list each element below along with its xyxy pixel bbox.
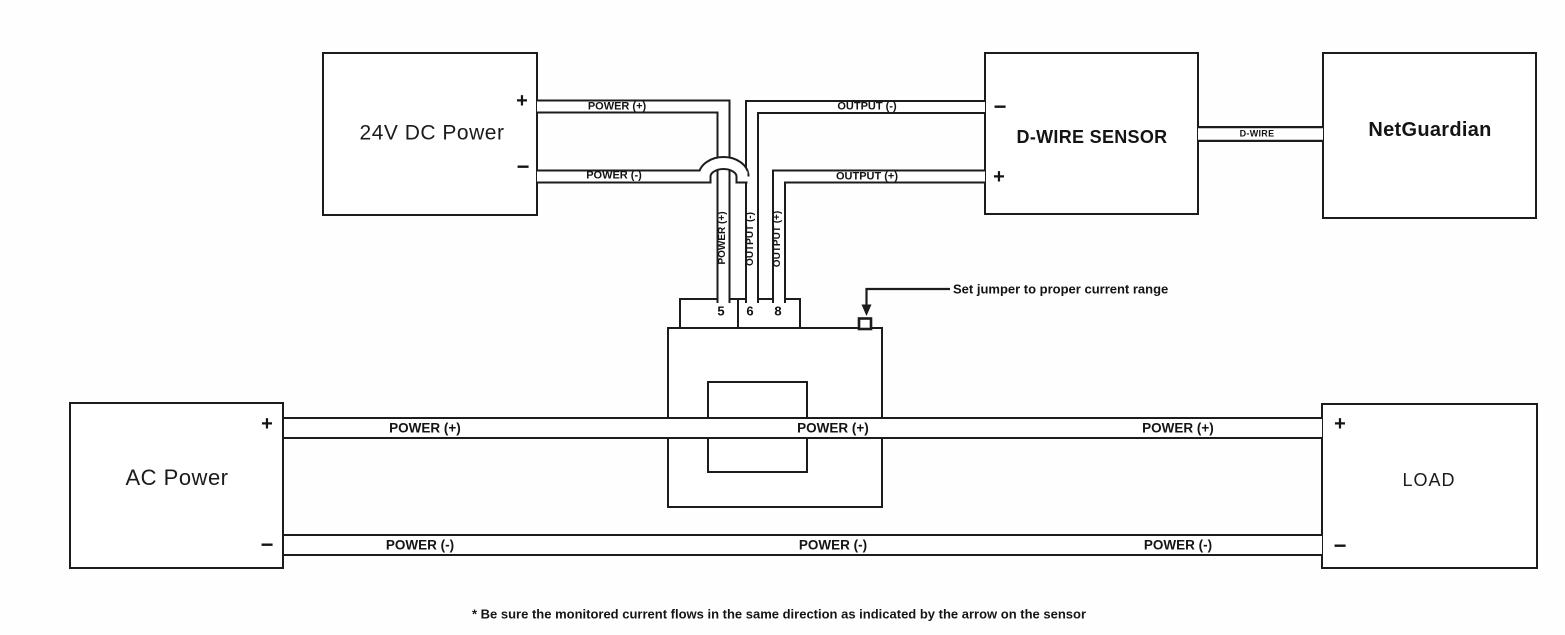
jumper-block [857, 317, 873, 331]
wire-output-minus [745, 100, 985, 303]
wire-label-power-plus-vertical: POWER (+) [717, 211, 728, 265]
ac-power-minus-terminal: − [260, 532, 274, 557]
netguardian-title: NetGuardian [1368, 119, 1492, 141]
wire-label-d-wire: D-WIRE [1239, 128, 1275, 139]
load-plus-terminal: + [1334, 413, 1346, 435]
ac-power-title: AC Power [125, 465, 229, 490]
wire-label-output-minus-vertical: OUTPUT (-) [745, 212, 756, 266]
box-24v-dc-power [322, 52, 538, 216]
box-netguardian [1322, 52, 1537, 219]
box-load [1321, 403, 1538, 569]
wire-label-power-minus-mid: POWER (-) [798, 537, 868, 553]
current-sensor-terminal-8: 8 [774, 303, 782, 319]
current-sensor-terminal-6: 6 [746, 303, 754, 319]
jumper-leader-line [865, 287, 950, 306]
wire-label-power-plus-top: POWER (+) [587, 100, 647, 113]
arrow-down-icon [861, 304, 872, 316]
dc-power-title: 24V DC Power [359, 121, 505, 145]
wire-label-power-minus-right: POWER (-) [1143, 537, 1213, 553]
wire-label-output-minus: OUTPUT (-) [837, 100, 897, 113]
wire-label-output-plus-vertical: OUTPUT (+) [772, 210, 783, 268]
load-title: LOAD [1402, 470, 1456, 490]
current-sensor-terminal-5: 5 [717, 303, 725, 319]
ac-power-plus-terminal: + [261, 413, 273, 435]
box-d-wire-sensor [984, 52, 1199, 215]
wire-label-output-plus: OUTPUT (+) [835, 170, 899, 183]
wire-label-power-minus-top: POWER (-) [586, 169, 642, 182]
d-wire-sensor-title: D-WIRE SENSOR [1016, 127, 1168, 147]
dc-power-minus-terminal: − [516, 154, 530, 179]
load-minus-terminal: − [1333, 533, 1347, 558]
wire-label-power-plus-left: POWER (+) [389, 420, 461, 436]
wire-label-power-plus-mid: POWER (+) [797, 420, 869, 436]
terminal-block [679, 298, 801, 329]
box-ac-power [69, 402, 284, 569]
wire-label-power-plus-right: POWER (+) [1142, 420, 1214, 436]
footnote: * Be sure the monitored current flows in… [471, 606, 1087, 622]
wire-label-power-minus-left: POWER (-) [385, 537, 455, 553]
dc-power-plus-terminal: + [516, 90, 528, 112]
d-wire-sensor-plus-terminal: + [993, 166, 1005, 188]
wire-power-plus-top [537, 99, 731, 303]
jumper-note: Set jumper to proper current range [953, 281, 1169, 297]
d-wire-sensor-minus-terminal: − [993, 94, 1007, 119]
